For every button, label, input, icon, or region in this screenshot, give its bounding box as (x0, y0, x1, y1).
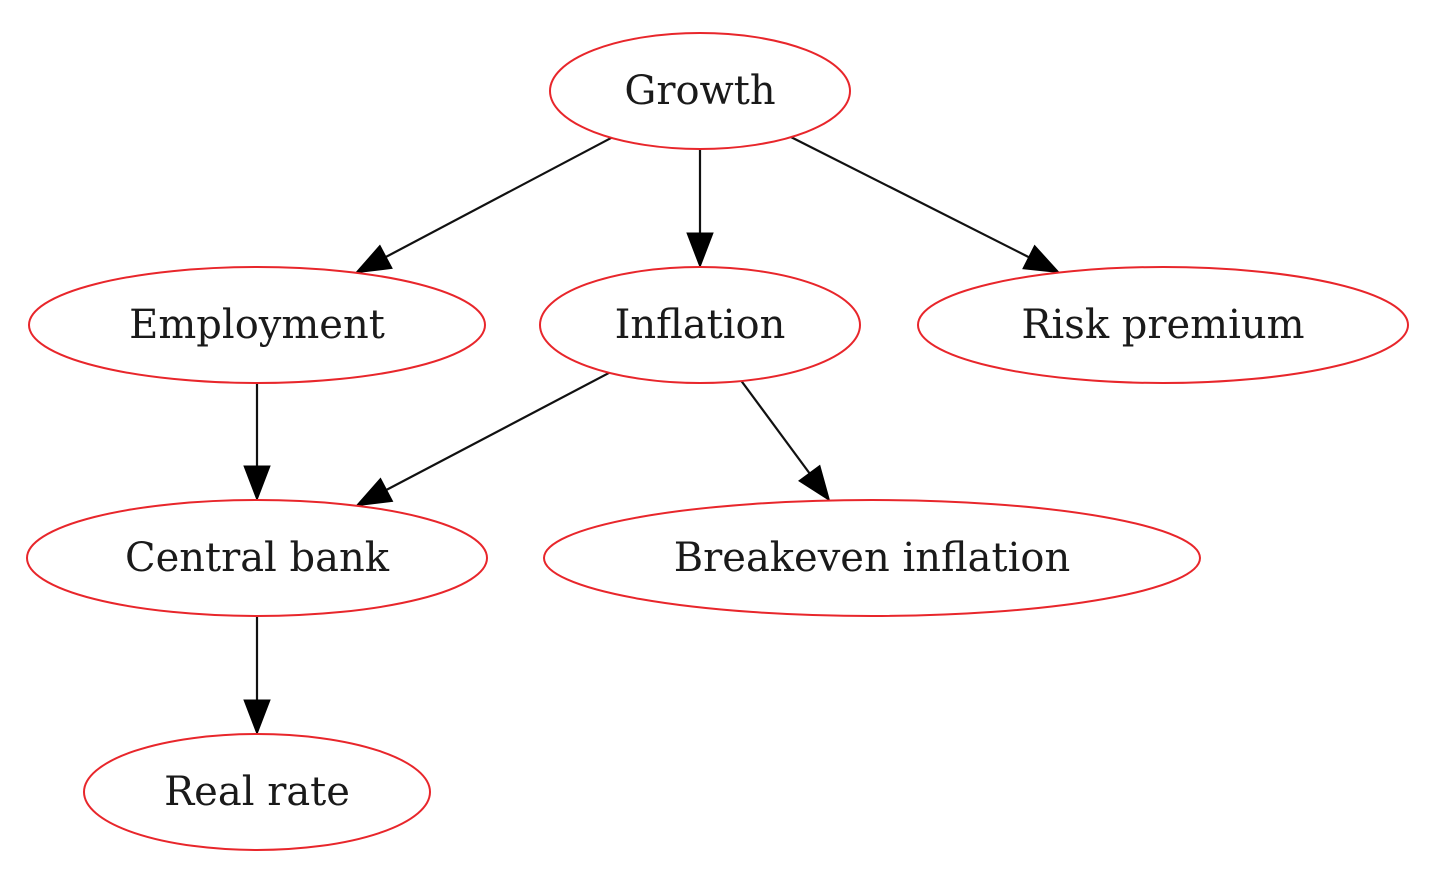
edge-inflation-to-central_bank (355, 371, 610, 507)
node-label: Risk premium (1021, 302, 1304, 348)
node-ellipse (549, 32, 851, 150)
arrowhead-icon (1022, 244, 1061, 274)
arrowhead-icon (686, 232, 714, 269)
arrowhead-icon (355, 477, 394, 507)
arrowhead-icon (798, 464, 831, 502)
node-inflation: Inflation (539, 266, 861, 384)
node-central-bank: Central bank (26, 499, 488, 617)
node-employment: Employment (28, 266, 486, 384)
edge-growth-to-employment (354, 136, 612, 274)
edge-line (385, 371, 610, 491)
edge-growth-to-risk_premium (790, 136, 1061, 274)
node-ellipse (28, 266, 486, 384)
edge-inflation-to-breakeven_inflation (740, 380, 831, 502)
node-breakeven-inflation: Breakeven inflation (543, 499, 1201, 617)
node-ellipse (83, 733, 431, 851)
arrowhead-icon (354, 244, 393, 274)
node-ellipse (543, 499, 1201, 617)
edge-central_bank-to-real_rate (243, 616, 271, 736)
edge-employment-to-central_bank (243, 383, 271, 502)
node-label: Inflation (615, 302, 786, 348)
node-label: Real rate (164, 769, 350, 815)
node-growth: Growth (549, 32, 851, 150)
node-label: Breakeven inflation (674, 535, 1070, 581)
edge-line (790, 136, 1030, 259)
node-ellipse (917, 266, 1409, 384)
arrowhead-icon (243, 699, 271, 736)
node-label: Central bank (125, 535, 390, 581)
edge-line (385, 136, 612, 258)
edge-line (740, 380, 811, 474)
edges-layer (243, 136, 1061, 736)
node-risk-premium: Risk premium (917, 266, 1409, 384)
node-label: Employment (129, 302, 385, 348)
edge-growth-to-inflation (686, 149, 714, 269)
node-label: Growth (624, 68, 775, 114)
arrowhead-icon (243, 465, 271, 502)
node-real-rate: Real rate (83, 733, 431, 851)
node-ellipse (26, 499, 488, 617)
node-ellipse (539, 266, 861, 384)
